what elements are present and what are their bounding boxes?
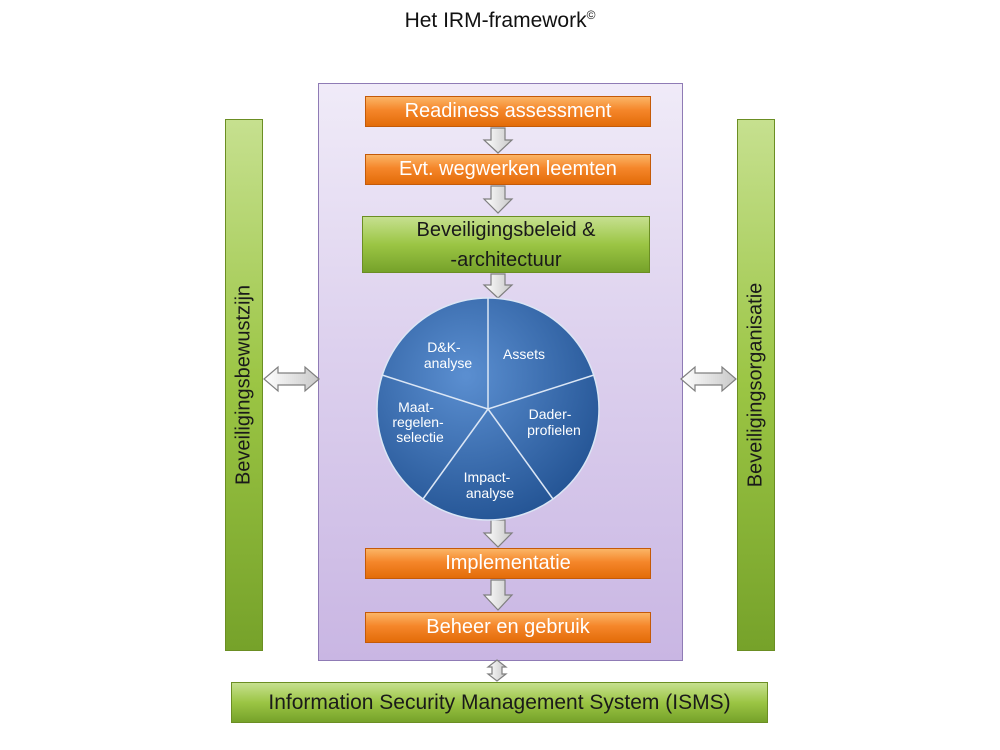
segment-maat-line2: regelen-	[392, 414, 444, 430]
arrow-down-icon	[482, 127, 514, 154]
isms-bar: Information Security Management System (…	[231, 682, 768, 723]
arrow-down-icon	[482, 579, 514, 611]
isms-label: Information Security Management System (…	[268, 690, 731, 714]
segment-dader-line2: profielen	[527, 422, 581, 438]
segment-maat-line1: Maat-	[398, 399, 434, 415]
double-arrow-left-icon	[263, 365, 320, 393]
arrow-down-icon	[482, 273, 514, 299]
diagram-title: Het IRM-framework©	[0, 8, 1000, 33]
arrow-down-icon	[482, 519, 514, 548]
copyright-mark: ©	[586, 8, 596, 22]
arrow-down-icon	[482, 185, 514, 214]
segment-assets: Assets	[503, 346, 545, 362]
segment-divider	[487, 408, 554, 500]
step-readiness-assessment: Readiness assessment	[365, 96, 651, 127]
step-implementatie-label: Implementatie	[445, 552, 571, 574]
step-beleid-line1: Beveiligingsbeleid &	[416, 218, 596, 241]
pillar-organisation: Beveiligingsorganisatie	[737, 119, 775, 651]
segment-divider	[487, 374, 595, 410]
step-readiness-label: Readiness assessment	[404, 100, 612, 122]
step-beveiligingsbeleid: Beveiligingsbeleid & -architectuur	[362, 216, 650, 273]
segment-divider	[381, 374, 489, 410]
step-beleid-line2: -architectuur	[450, 248, 562, 271]
title-text: Het IRM-framework	[404, 9, 587, 32]
double-arrow-vertical-icon	[486, 659, 508, 682]
segment-dader-line1: Dader-	[529, 406, 572, 422]
segment-impact-line1: Impact-	[464, 469, 511, 485]
pillar-awareness: Beveiligingsbewustzijn	[225, 119, 263, 651]
segment-dk-line2: analyse	[424, 355, 472, 371]
step-beheer-label: Beheer en gebruik	[426, 616, 590, 638]
step-leemten-label: Evt. wegwerken leemten	[399, 158, 617, 180]
double-arrow-right-icon	[680, 365, 737, 393]
step-implementatie: Implementatie	[365, 548, 651, 579]
segment-impact-line2: analyse	[466, 485, 514, 501]
segment-maat-line3: selectie	[396, 429, 444, 445]
segment-dk-line1: D&K-	[427, 339, 461, 355]
segment-divider	[422, 408, 489, 500]
step-beheer-en-gebruik: Beheer en gebruik	[365, 612, 651, 643]
step-wegwerken-leemten: Evt. wegwerken leemten	[365, 154, 651, 185]
